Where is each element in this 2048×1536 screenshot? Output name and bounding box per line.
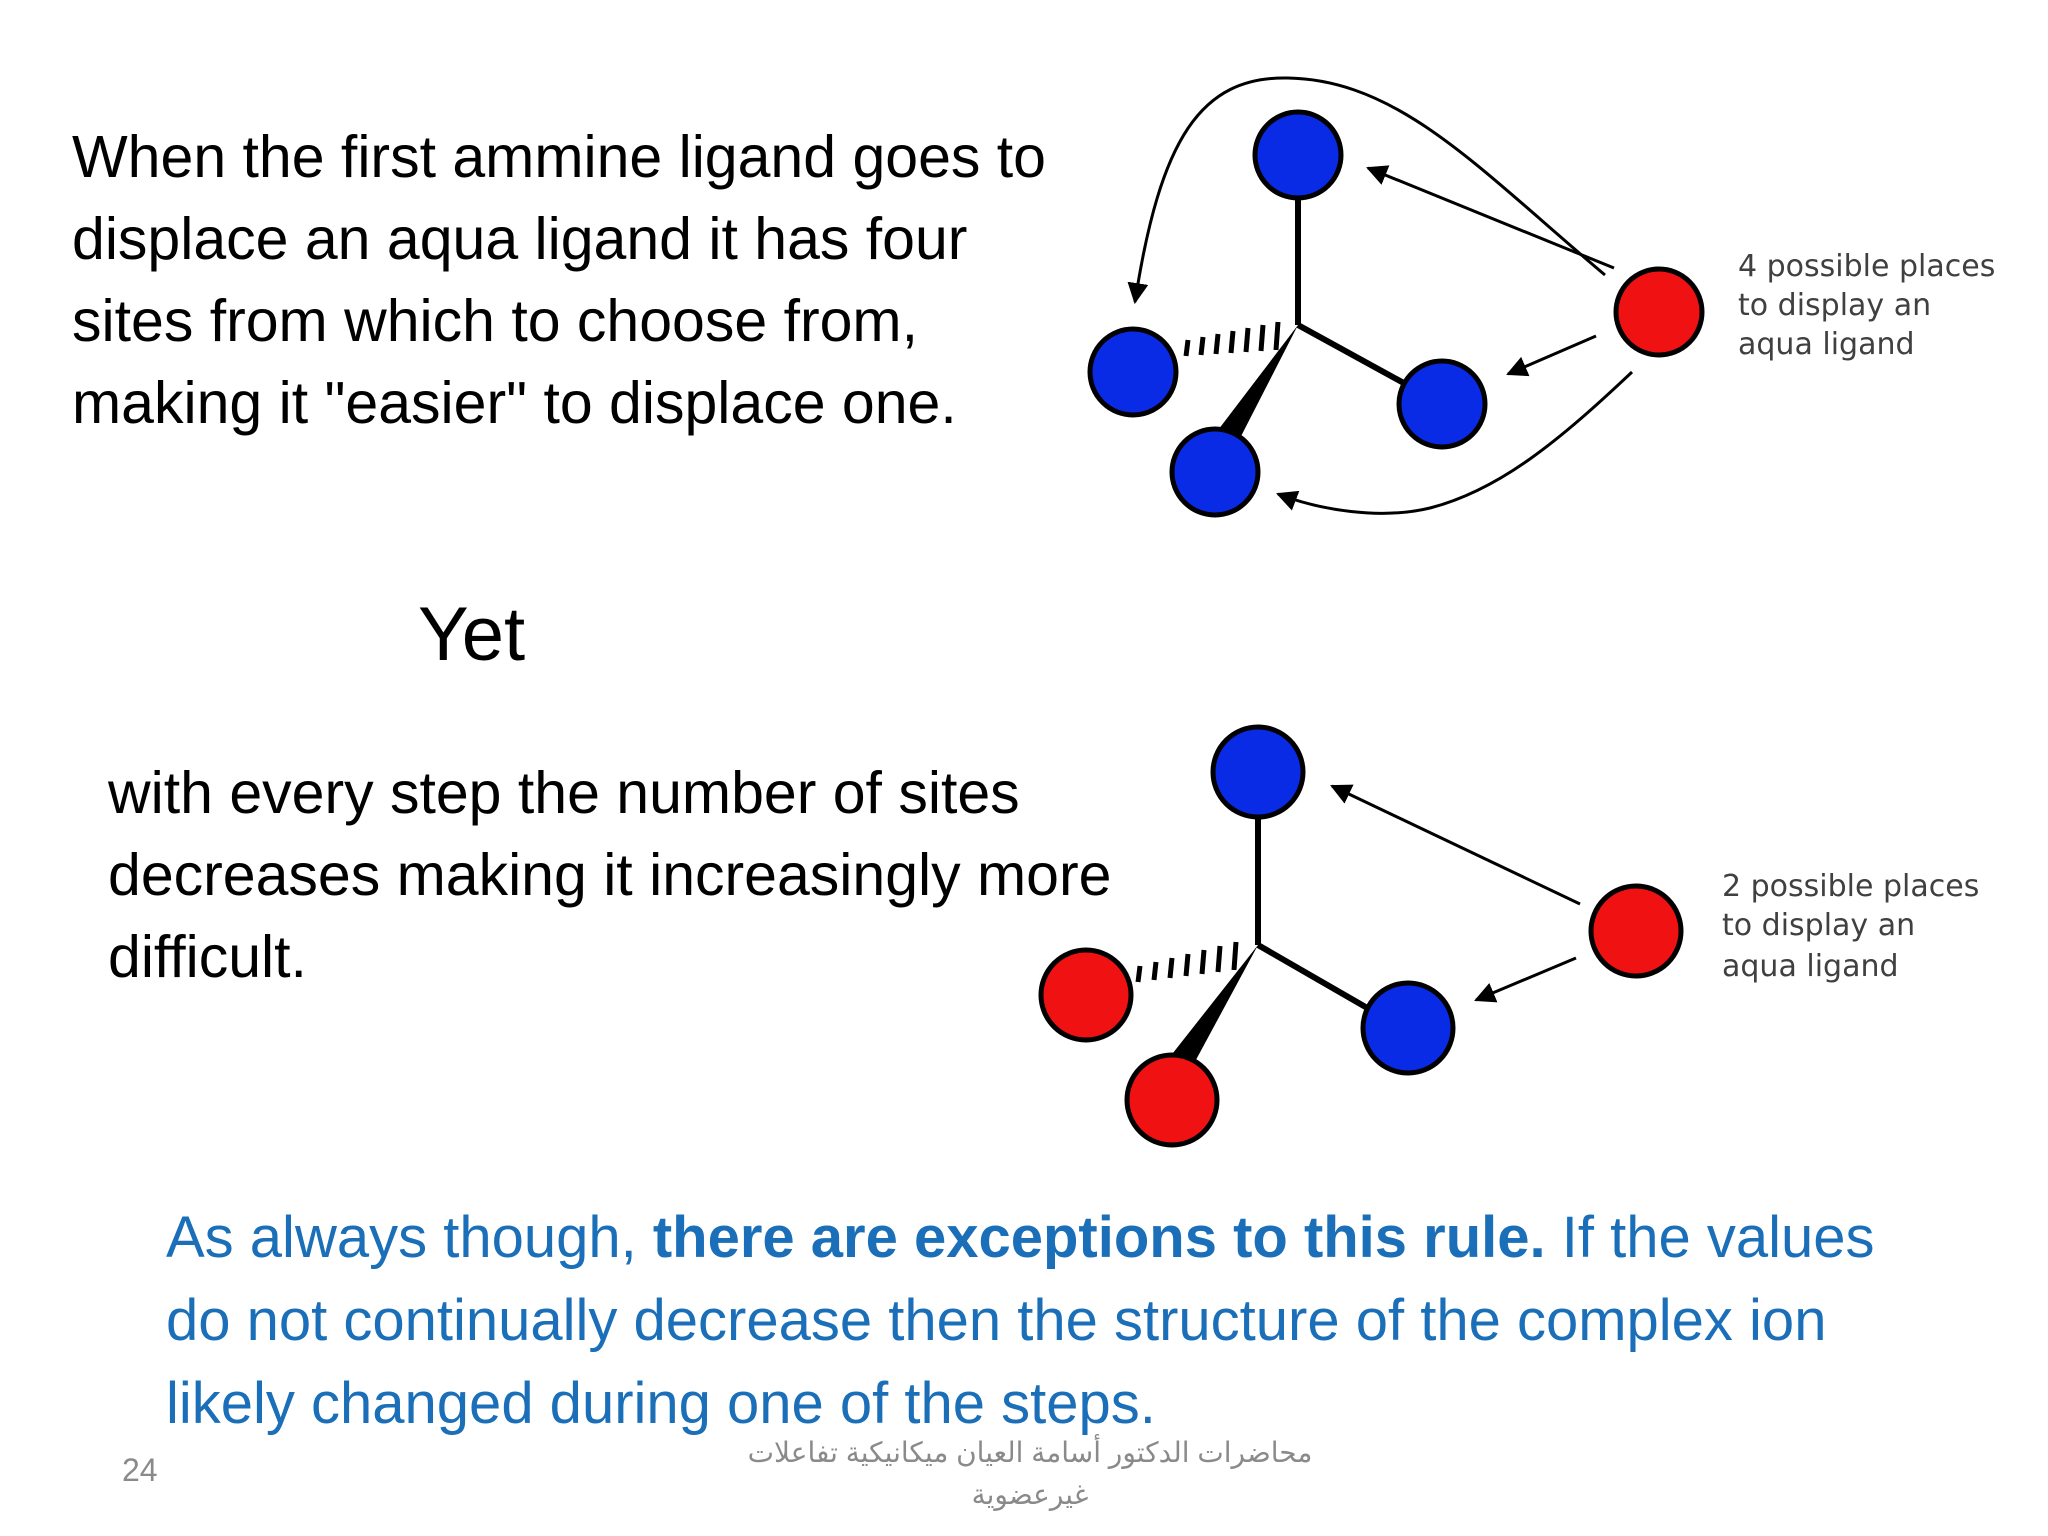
top-arrows bbox=[1127, 76, 1634, 515]
second-paragraph: with every step the number of sites decr… bbox=[108, 760, 1112, 990]
bottom-caption-line-1: 2 possible places bbox=[1722, 869, 1979, 904]
ligand-red-left bbox=[1038, 947, 1134, 1043]
hashed-bond bbox=[1135, 941, 1239, 983]
ligand-blue-right bbox=[1360, 980, 1456, 1076]
top-caption-line-1: 4 possible places bbox=[1738, 249, 1995, 284]
hashed-bond bbox=[1183, 321, 1281, 357]
footer-text: محاضرات الدكتور أسامة العيان ميكانيكية ت… bbox=[720, 1432, 1340, 1516]
bottom-caption-line-3: aqua ligand bbox=[1722, 949, 1899, 984]
wedge-bond bbox=[1158, 945, 1258, 1082]
ligand-blue-bottom bbox=[1169, 426, 1261, 518]
exceptions-lead: As always though, bbox=[166, 1205, 653, 1270]
ligand-blue-left bbox=[1087, 326, 1179, 418]
bottom-arrows bbox=[1330, 784, 1581, 1003]
exceptions-paragraph: As always though, there are exceptions t… bbox=[166, 1196, 1886, 1445]
ligand-red-bottom bbox=[1124, 1052, 1220, 1148]
top-caption-line-3: aqua ligand bbox=[1738, 327, 1915, 362]
bottom-caption-line-2: to display an bbox=[1722, 908, 1915, 943]
ligand-red-incoming bbox=[1588, 883, 1684, 979]
bottom-caption: 2 possible places to display an aqua lig… bbox=[1722, 869, 1989, 984]
ligand-blue-right bbox=[1396, 358, 1488, 450]
exceptions-bold: there are exceptions to this rule. bbox=[652, 1205, 1546, 1270]
intro-paragraph: When the first ammine ligand goes to dis… bbox=[72, 124, 1046, 436]
footer-line-1: محاضرات الدكتور أسامة العيان ميكانيكية ت… bbox=[747, 1437, 1313, 1468]
top-tetrahedral-diagram: 4 possible places to display an aqua lig… bbox=[1087, 76, 2005, 518]
footer-line-2: غيرعضوية bbox=[971, 1479, 1089, 1510]
page-number: 24 bbox=[122, 1452, 158, 1488]
ligand-red-incoming bbox=[1613, 266, 1705, 358]
top-caption-line-2: to display an bbox=[1738, 288, 1931, 323]
exceptions-rest: If the values do not continually decreas… bbox=[166, 1205, 1875, 1436]
ligand-blue-top bbox=[1210, 724, 1306, 820]
yet-heading: Yet bbox=[418, 592, 526, 677]
top-caption: 4 possible places to display an aqua lig… bbox=[1738, 249, 2005, 362]
wedge-bond bbox=[1212, 325, 1298, 446]
bottom-tetrahedral-diagram: 2 possible places to display an aqua lig… bbox=[1038, 724, 1989, 1148]
ligand-blue-top bbox=[1252, 109, 1344, 201]
